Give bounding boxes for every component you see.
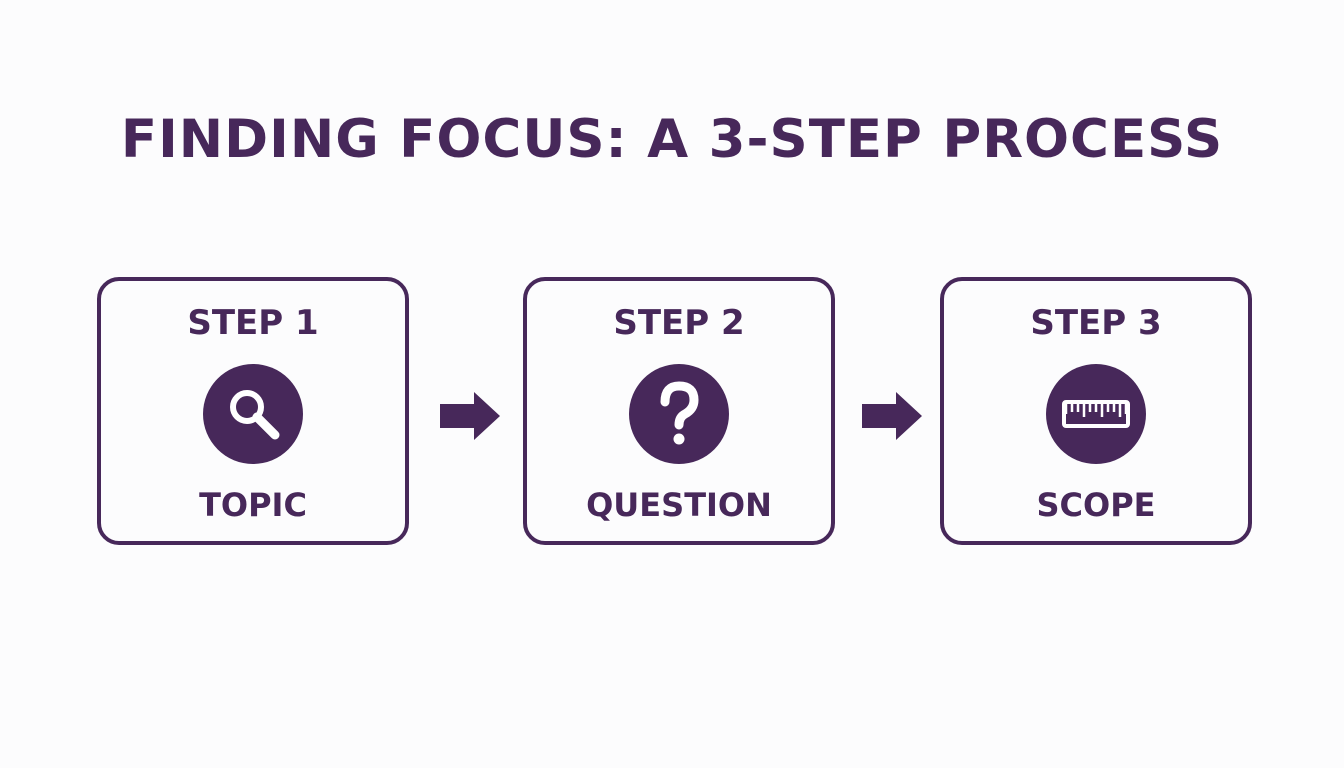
step-3-box: STEP 3 SCOPE xyxy=(940,277,1252,545)
step-2-label: STEP 2 xyxy=(613,303,745,343)
step-2-box: STEP 2 QUESTION xyxy=(523,277,835,545)
arrow-right-icon xyxy=(440,392,500,440)
question-mark-icon xyxy=(629,364,729,464)
magnifying-glass-icon xyxy=(203,364,303,464)
step-3-name: SCOPE xyxy=(1036,486,1156,524)
diagram-title: FINDING FOCUS: A 3-STEP PROCESS xyxy=(120,109,1224,170)
step-1-name: TOPIC xyxy=(199,486,307,524)
arrow-right-icon xyxy=(862,392,922,440)
step-1-box: STEP 1 TOPIC xyxy=(97,277,409,545)
step-2-name: QUESTION xyxy=(586,486,772,524)
step-1-label: STEP 1 xyxy=(187,303,319,343)
step-3-label: STEP 3 xyxy=(1030,303,1162,343)
ruler-icon xyxy=(1046,364,1146,464)
